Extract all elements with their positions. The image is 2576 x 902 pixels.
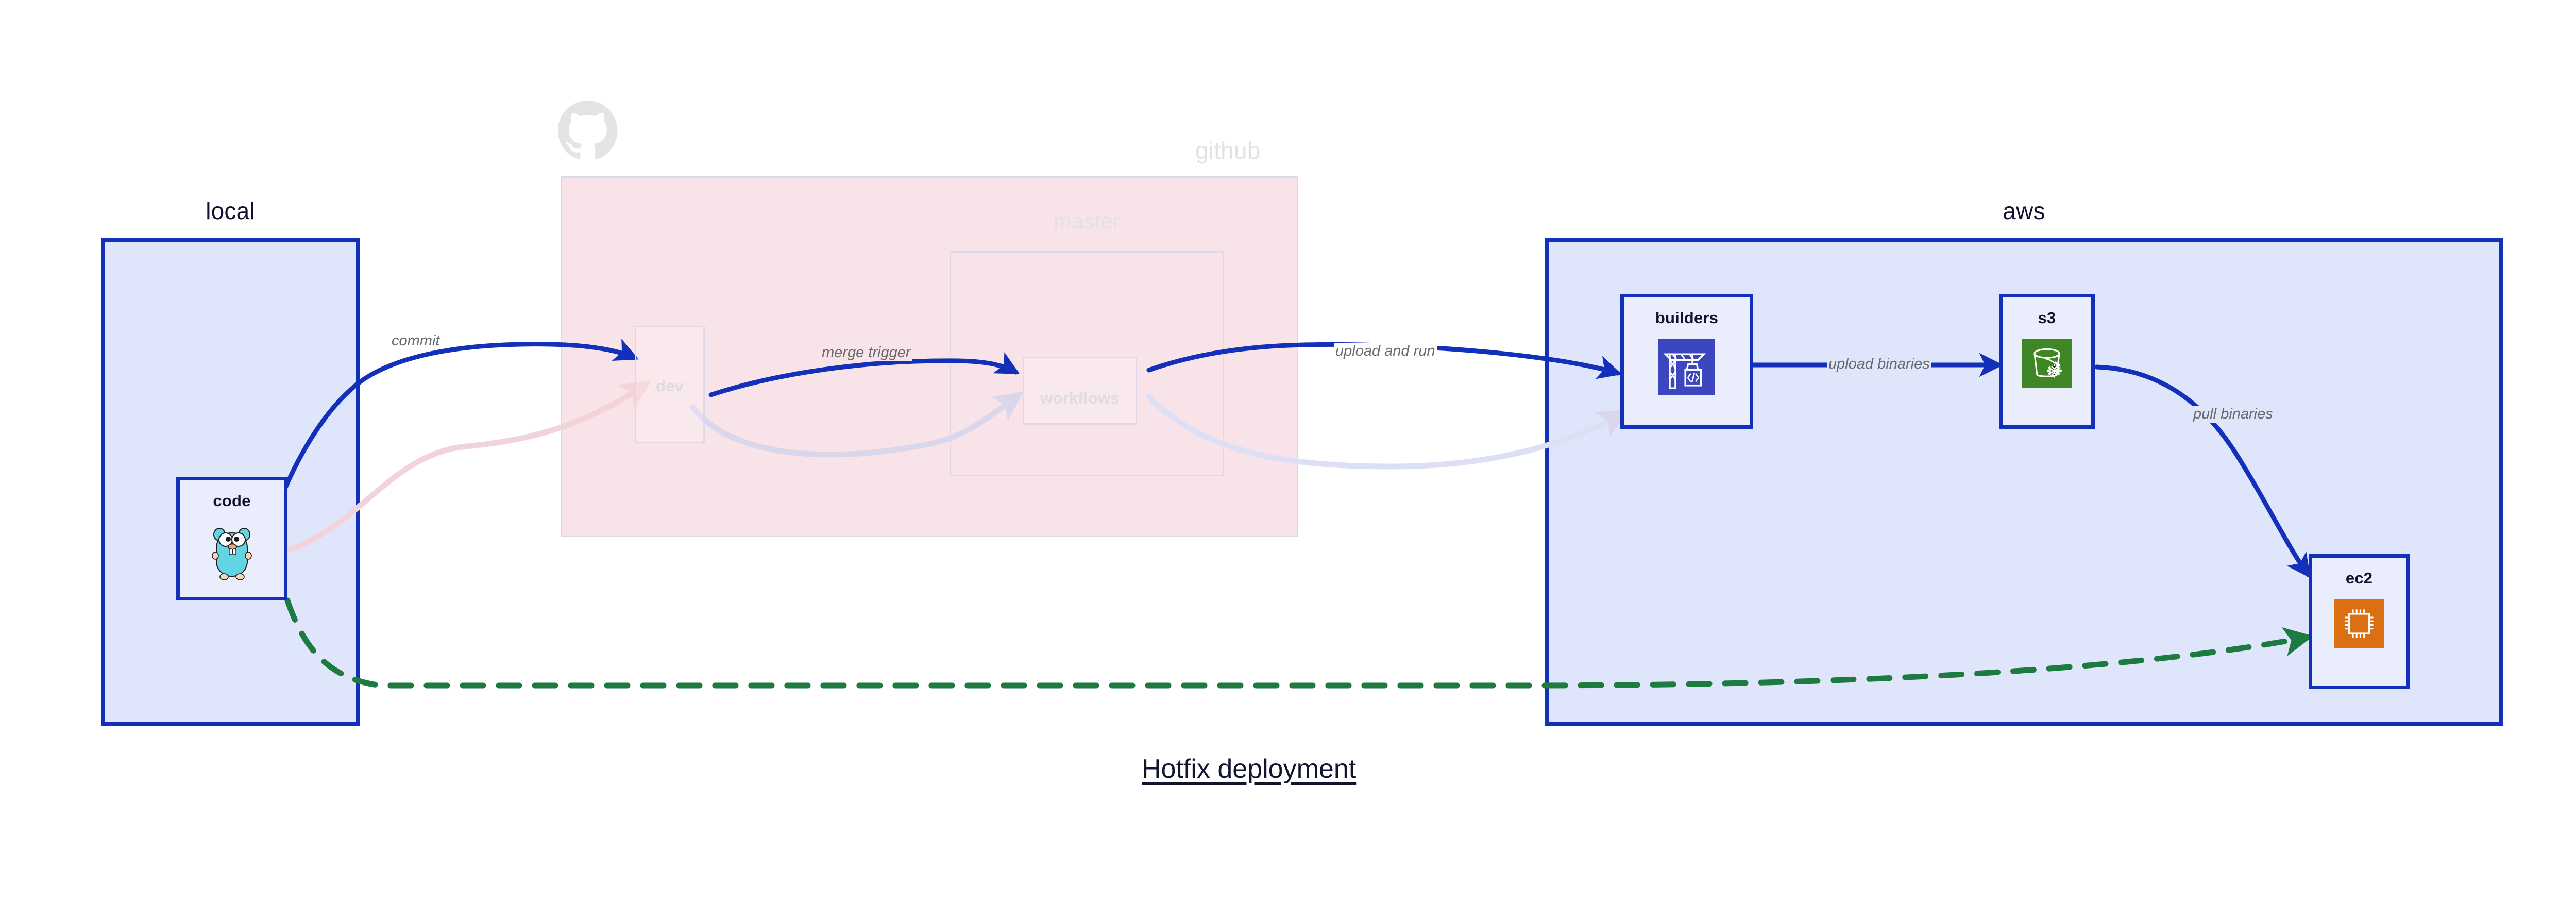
node-dev[interactable]: dev [635,326,705,443]
node-code[interactable]: code [176,477,287,600]
node-ec2[interactable]: ec2 [2309,554,2410,689]
node-dev-label: dev [655,377,684,395]
group-label-github: github [1195,137,1261,164]
node-s3-label: s3 [2038,309,2056,327]
github-logo-icon [558,100,618,162]
node-builders[interactable]: builders [1620,294,1753,429]
node-workflows-label: workflows [1040,389,1120,407]
go-gopher-icon [206,522,258,585]
edge-label-upload-and-run: upload and run [1334,343,1437,360]
node-builders-label: builders [1655,309,1719,327]
group-label-master: master [1053,209,1121,233]
aws-codebuild-icon [1658,339,1715,395]
edge-label-upload-binaries: upload binaries [1827,356,1931,373]
edge-label-merge-trigger: merge trigger [820,344,912,361]
aws-s3-glacier-icon [2022,339,2072,388]
node-ec2-label: ec2 [2345,569,2373,587]
group-label-local: local [206,197,255,224]
page-title: Hotfix deployment [1142,754,1357,784]
edge-label-pull-binaries: pull binaries [2192,406,2275,423]
aws-ec2-chip-icon [2334,599,2384,648]
group-label-aws: aws [2003,197,2045,224]
node-s3[interactable]: s3 [1999,294,2095,429]
edge-label-commit: commit [390,332,442,349]
node-workflows[interactable]: workflows [1023,357,1137,425]
node-code-label: code [213,492,251,510]
